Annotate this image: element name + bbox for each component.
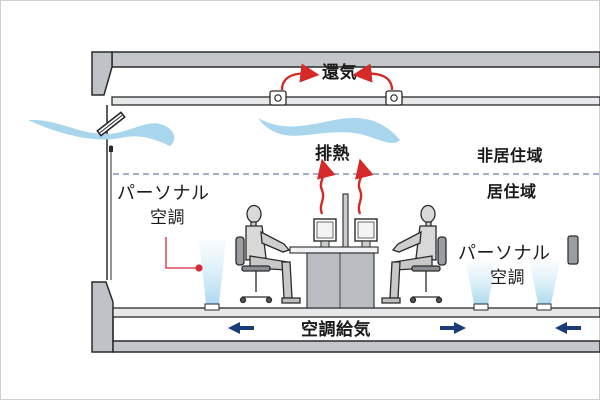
adjacent-desk <box>567 235 579 265</box>
ceiling-airflow <box>258 117 400 144</box>
underfloor-supply-label: 空調給気 <box>301 320 371 340</box>
heat-exhaust-label: 排熱 <box>315 144 350 164</box>
personal-ac-left-label-line2: 空調 <box>150 208 185 228</box>
personal-ac-right-label-line1: パーソナル <box>458 243 551 264</box>
supply-arrow-right <box>440 322 466 334</box>
office-chair-icon <box>235 236 273 304</box>
personal-ac-left-label-line1: パーソナル <box>117 183 210 204</box>
ceiling-plate <box>111 90 600 106</box>
desk <box>289 193 379 309</box>
office-chair-icon <box>409 236 447 304</box>
supply-arrow-far-right <box>555 322 581 334</box>
seated-person-icon <box>381 204 437 304</box>
supply-arrow-left <box>228 322 254 334</box>
callout-marker <box>165 237 203 272</box>
return-air-arrows <box>280 63 394 91</box>
personal-ac-outlet-left <box>199 240 226 311</box>
ceiling-slab <box>91 51 600 96</box>
window-wall <box>91 105 114 353</box>
desk-partition <box>342 193 349 255</box>
supply-arrows <box>228 322 581 334</box>
non-occupied-zone-label: 非居住域 <box>477 146 544 165</box>
seated-person-icon <box>245 204 301 304</box>
heat-exhaust-arrows <box>317 158 374 215</box>
window-airflow <box>28 119 175 146</box>
personal-ac-outlet-center-right <box>466 262 496 311</box>
desk-pedestal <box>306 252 375 309</box>
personal-ac-right-label-line2: 空調 <box>490 268 525 288</box>
personal-ac-outlet-far-right <box>530 262 560 311</box>
return-air-label: 還気 <box>322 63 357 83</box>
monitor-icon <box>313 218 378 248</box>
ceiling-fan-icon <box>96 111 126 137</box>
occupied-zone-label: 居住域 <box>487 182 537 201</box>
